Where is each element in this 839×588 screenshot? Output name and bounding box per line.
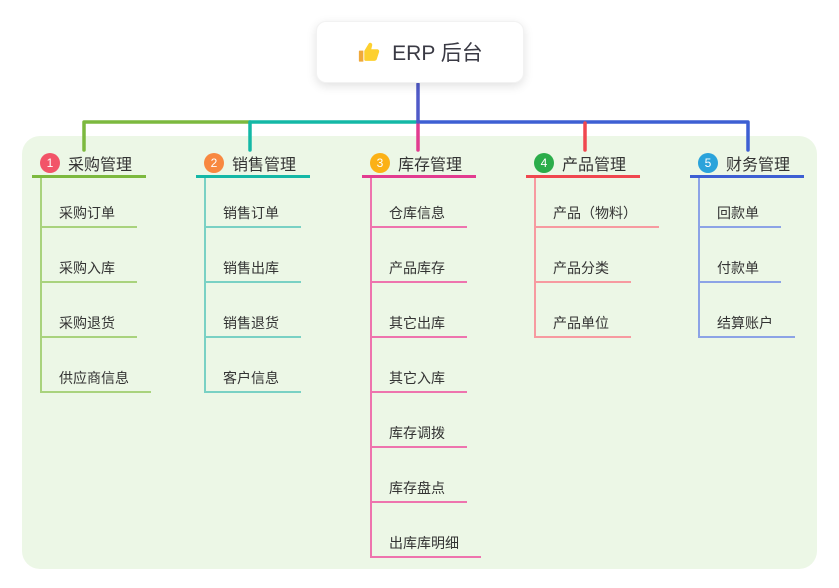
node-label: 产品（物料） (553, 205, 637, 222)
badge-1: 1 (40, 152, 60, 173)
node-purchase-return[interactable]: 采购退货 (42, 283, 137, 338)
badge-3: 3 (370, 152, 390, 173)
node-label: 出库库明细 (389, 535, 459, 552)
node-purchase-order[interactable]: 采购订单 (42, 178, 137, 228)
node-label: 库存调拨 (389, 425, 445, 442)
badge-5: 5 (698, 152, 718, 173)
node-label: 其它入库 (389, 370, 445, 387)
node-label: 销售出库 (223, 260, 279, 277)
node-label: 销售退货 (223, 315, 279, 332)
branch-inventory-children: 仓库信息 产品库存 其它出库 其它入库 库存调拨 库存盘点 出库库明细 (370, 178, 481, 558)
branch-purchase-children: 采购订单 采购入库 采购退货 供应商信息 (40, 178, 151, 393)
node-label: 销售订单 (223, 205, 279, 222)
node-other-outbound[interactable]: 其它出库 (372, 283, 467, 338)
node-label: 采购退货 (59, 315, 115, 332)
node-label: 采购订单 (59, 205, 115, 222)
node-receipt-order[interactable]: 回款单 (700, 178, 781, 228)
node-label: 采购入库 (59, 260, 115, 277)
node-product-unit[interactable]: 产品单位 (536, 283, 631, 338)
node-product-stock[interactable]: 产品库存 (372, 228, 467, 283)
branch-product-label: 产品管理 (562, 156, 627, 174)
branch-purchase-label: 采购管理 (68, 156, 133, 174)
node-sales-outbound[interactable]: 销售出库 (206, 228, 301, 283)
node-label: 回款单 (717, 205, 759, 222)
node-label: 产品库存 (389, 260, 445, 277)
branch-sales-header[interactable]: 2 销售管理 (196, 150, 310, 178)
branch-finance-children: 回款单 付款单 结算账户 (698, 178, 795, 338)
branch-sales-label: 销售管理 (232, 156, 297, 174)
node-product-category[interactable]: 产品分类 (536, 228, 631, 283)
branch-purchase-header[interactable]: 1 采购管理 (32, 150, 146, 178)
node-label: 客户信息 (223, 370, 279, 387)
branch-finance-header[interactable]: 5 财务管理 (690, 150, 804, 178)
node-label: 结算账户 (717, 315, 773, 332)
branch-product-header[interactable]: 4 产品管理 (526, 150, 640, 178)
node-product-material[interactable]: 产品（物料） (536, 178, 659, 228)
node-stock-transfer[interactable]: 库存调拨 (372, 393, 467, 448)
node-label: 产品分类 (553, 260, 609, 277)
branch-sales-children: 销售订单 销售出库 销售退货 客户信息 (204, 178, 301, 393)
node-outbound-detail[interactable]: 出库库明细 (372, 503, 481, 558)
node-supplier-info[interactable]: 供应商信息 (42, 338, 151, 393)
node-label: 供应商信息 (59, 370, 129, 387)
branch-inventory: 3 库存管理 仓库信息 产品库存 其它出库 其它入库 库存调拨 库存盘点 (362, 150, 481, 558)
branches-panel (22, 136, 817, 569)
node-warehouse-info[interactable]: 仓库信息 (372, 178, 467, 228)
node-payment-order[interactable]: 付款单 (700, 228, 781, 283)
node-customer-info[interactable]: 客户信息 (206, 338, 301, 393)
node-label: 产品单位 (553, 315, 609, 332)
branch-inventory-label: 库存管理 (398, 156, 463, 174)
badge-4: 4 (534, 152, 554, 173)
node-label: 其它出库 (389, 315, 445, 332)
node-label: 仓库信息 (389, 205, 445, 222)
node-stock-check[interactable]: 库存盘点 (372, 448, 467, 503)
branch-purchase: 1 采购管理 采购订单 采购入库 采购退货 供应商信息 (32, 150, 151, 393)
node-label: 库存盘点 (389, 480, 445, 497)
node-label: 付款单 (717, 260, 759, 277)
branch-product: 4 产品管理 产品（物料） 产品分类 产品单位 (526, 150, 659, 338)
node-settlement-account[interactable]: 结算账户 (700, 283, 795, 338)
node-other-inbound[interactable]: 其它入库 (372, 338, 467, 393)
branch-finance: 5 财务管理 回款单 付款单 结算账户 (690, 150, 804, 338)
root-node-label: ERP 后台 (392, 42, 483, 65)
node-sales-order[interactable]: 销售订单 (206, 178, 301, 228)
branch-finance-label: 财务管理 (726, 156, 791, 174)
thumbs-up-icon (357, 40, 382, 65)
root-node[interactable]: ERP 后台 (316, 21, 524, 83)
node-purchase-inbound[interactable]: 采购入库 (42, 228, 137, 283)
branch-sales: 2 销售管理 销售订单 销售出库 销售退货 客户信息 (196, 150, 310, 393)
badge-2: 2 (204, 152, 224, 173)
branch-inventory-header[interactable]: 3 库存管理 (362, 150, 476, 178)
node-sales-return[interactable]: 销售退货 (206, 283, 301, 338)
branch-product-children: 产品（物料） 产品分类 产品单位 (534, 178, 659, 338)
